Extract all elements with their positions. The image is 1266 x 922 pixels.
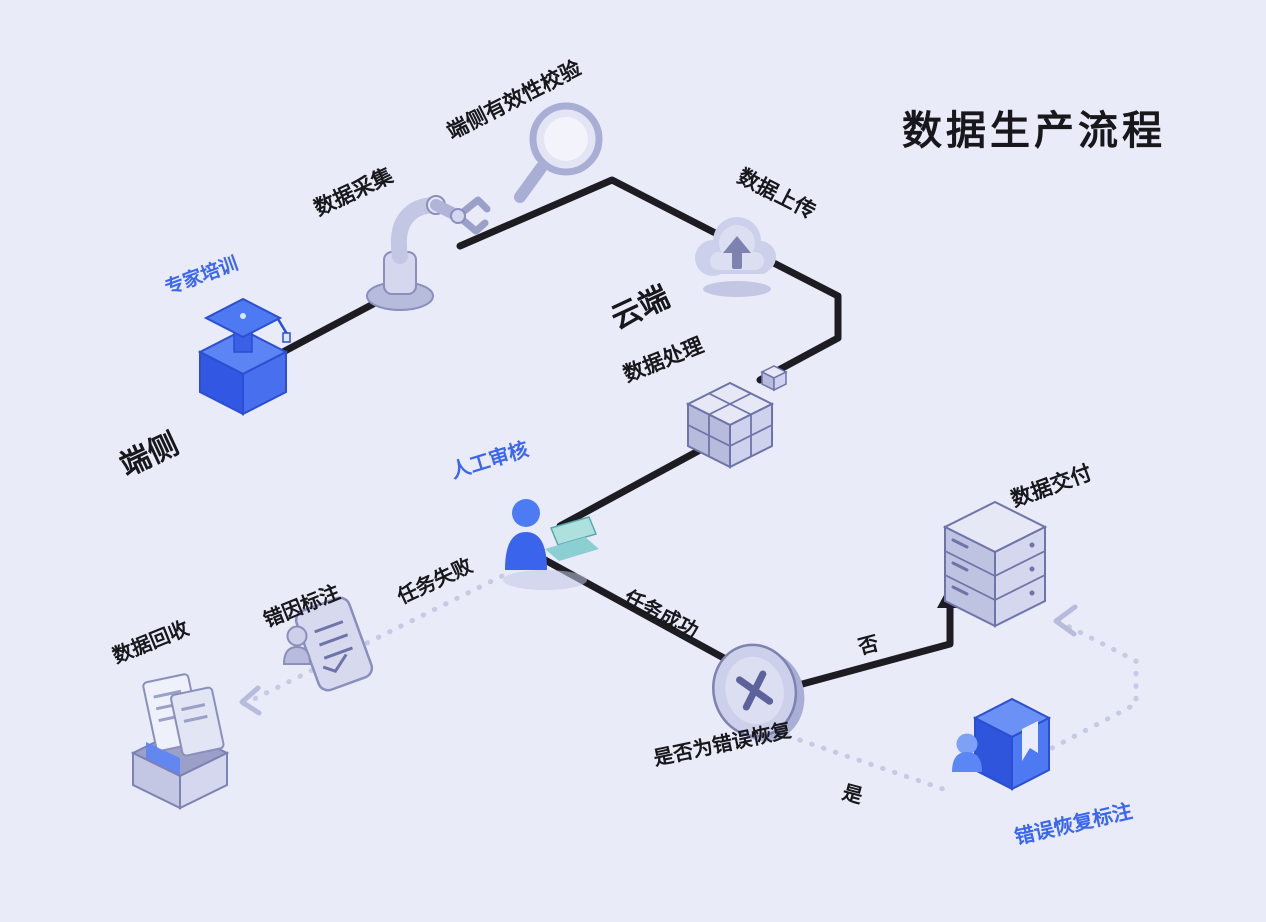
chevron-arrow-to-delivery <box>1053 604 1078 637</box>
robot-arm-icon <box>366 195 491 311</box>
data-recycle-box-icon <box>130 673 230 810</box>
recycle-paper-front <box>170 686 225 757</box>
manual-review-person-icon <box>503 499 599 590</box>
x-mark-icon <box>736 670 774 711</box>
dotted-flow-connectors <box>241 573 1139 795</box>
bookmark-icon <box>1022 721 1038 761</box>
connector-review-to-errcause <box>241 573 505 707</box>
page-title: 数据生产流程 <box>902 109 1166 153</box>
connector-decision-to-delivery <box>791 596 954 690</box>
data-delivery-server-icon <box>942 500 1048 628</box>
cap-tassel <box>276 318 289 335</box>
laptop-screen <box>549 516 598 546</box>
connector-decision-to-recovery <box>785 733 955 795</box>
error-recovery-annotation-icon <box>952 697 1052 791</box>
cloud-upload-icon <box>695 217 776 297</box>
cap-button <box>240 313 246 319</box>
connector-processing-to-review <box>556 446 704 530</box>
magnifier-icon <box>514 102 603 203</box>
upload-arrow-icon <box>723 236 751 253</box>
expert-training-icon <box>197 297 291 416</box>
connector-collection-to-processing <box>456 176 842 384</box>
error-cause-annotation-icon <box>282 596 374 692</box>
server-vents <box>951 538 969 596</box>
connector-recovery-to-delivery <box>1049 618 1139 751</box>
solid-flow-connectors <box>279 176 954 690</box>
decision-disc-icon <box>712 643 805 742</box>
data-processing-cube-icon <box>685 365 788 469</box>
laptop-base <box>545 537 599 561</box>
chevron-arrow-to-recycle <box>239 685 262 716</box>
